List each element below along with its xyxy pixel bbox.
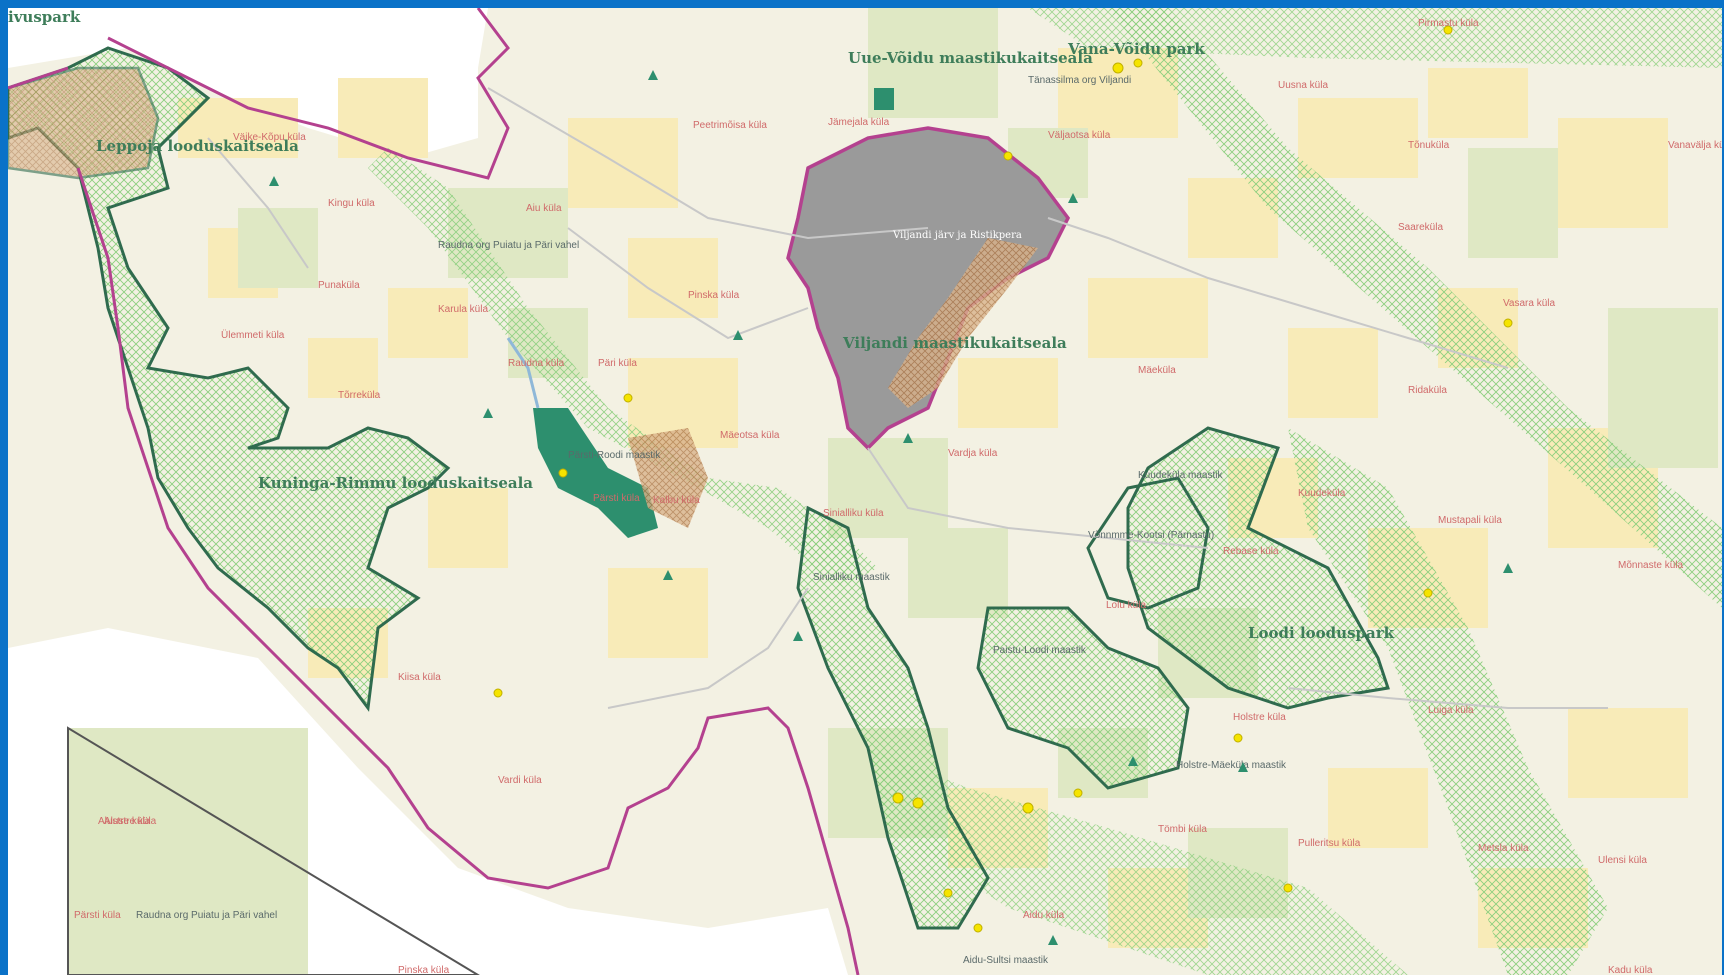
label-vana-voidu: Vana-Võidu park <box>1067 40 1205 58</box>
svg-text:Väike-Kõpu küla: Väike-Kõpu küla <box>233 132 306 143</box>
svg-text:Aiu küla: Aiu küla <box>526 203 562 214</box>
svg-text:Paistu-Loodi maastik: Paistu-Loodi maastik <box>993 645 1087 656</box>
label-uue-voidu: Uue-Võidu maastikukaitseala <box>848 49 1093 67</box>
svg-text:Metsla küla: Metsla küla <box>1478 843 1529 854</box>
north-hatch <box>1028 8 1722 68</box>
svg-text:Tõrreküla: Tõrreküla <box>338 390 381 401</box>
svg-text:Jämejala küla: Jämejala küla <box>828 117 890 128</box>
viljandi-lake-hatch <box>888 238 1038 408</box>
svg-text:Peetrimõisa küla: Peetrimõisa küla <box>693 120 767 131</box>
label-elvuspark: ivuspark <box>8 8 81 26</box>
label-leppoja: Leppoja looduskaitseala <box>96 137 299 155</box>
kuudekula-area[interactable] <box>1086 476 1210 610</box>
svg-text:Tõnuküla: Tõnuküla <box>1408 140 1450 151</box>
sinialliku-area[interactable] <box>796 505 990 930</box>
svg-text:Kalbu küla: Kalbu küla <box>653 495 700 506</box>
svg-text:Kadu küla: Kadu küla <box>1608 965 1653 975</box>
svg-text:Ridaküla: Ridaküla <box>1408 385 1447 396</box>
svg-text:Holstre-Mäeküla maastik: Holstre-Mäeküla maastik <box>1176 760 1287 771</box>
svg-text:Vasara küla: Vasara küla <box>1503 298 1556 309</box>
svg-text:Aidu-Sultsi maastik: Aidu-Sultsi maastik <box>963 955 1049 966</box>
landscape-labels: Raudna org Puiatu ja Päri vahel Viljandi… <box>438 75 1287 966</box>
svg-text:Kuudeküla maastik: Kuudeküla maastik <box>1138 470 1223 481</box>
map-frame: ivuspark Leppoja looduskaitseala Uue-Või… <box>8 8 1722 975</box>
svg-text:Alustre küla: Alustre küla <box>98 816 151 827</box>
inset-labels: Alustre küla Raudna org Puiatu ja Päri v… <box>74 816 450 975</box>
svg-text:Rebase küla: Rebase küla <box>1223 546 1279 557</box>
loodi-looduspark-area[interactable] <box>1126 426 1390 710</box>
svg-text:Tömbi küla: Tömbi küla <box>1158 824 1207 835</box>
label-loodi: Loodi looduspark <box>1248 624 1395 642</box>
svg-text:Päri küla: Päri küla <box>598 358 637 369</box>
kuninga-rimmu-area[interactable] <box>8 46 451 712</box>
label-viljandi: Viljandi maastikukaitseala <box>842 334 1067 352</box>
east-corridor-hatch-2 <box>1288 428 1608 975</box>
svg-text:Tänassilma org Viljandi: Tänassilma org Viljandi <box>1028 75 1131 86</box>
svg-text:Kingu küla: Kingu küla <box>328 198 375 209</box>
svg-text:Ulensi küla: Ulensi küla <box>1598 855 1647 866</box>
svg-text:Vanavälja küla: Vanavälja küla <box>1668 140 1722 151</box>
map-canvas[interactable]: ivuspark Leppoja looduskaitseala Uue-Või… <box>8 8 1722 975</box>
svg-text:Karula küla: Karula küla <box>438 304 488 315</box>
svg-text:Väljaotsa küla: Väljaotsa küla <box>1048 130 1111 141</box>
svg-text:Pärsti küla: Pärsti küla <box>593 493 640 504</box>
svg-text:Pinska küla: Pinska küla <box>688 290 740 301</box>
svg-text:Kuudeküla: Kuudeküla <box>1298 488 1346 499</box>
svg-text:Uusna küla: Uusna küla <box>1278 80 1328 91</box>
svg-text:Sinialliku maastik: Sinialliku maastik <box>813 572 891 583</box>
svg-text:Mõnnaste küla: Mõnnaste küla <box>1618 560 1683 571</box>
svg-text:Viljandi järv ja Ristikpera: Viljandi järv ja Ristikpera <box>892 230 1022 241</box>
svg-text:Mäeotsa küla: Mäeotsa küla <box>720 430 780 441</box>
teal-park[interactable] <box>533 408 658 538</box>
leppoja-area[interactable] <box>8 66 160 180</box>
svg-text:Raudna küla: Raudna küla <box>508 358 565 369</box>
paistu-loodi-area[interactable] <box>976 606 1190 790</box>
teal-park-small[interactable] <box>874 88 894 110</box>
svg-text:Punaküla: Punaküla <box>318 280 360 291</box>
east-corridor-hatch <box>1108 8 1722 608</box>
inset-map <box>67 726 480 975</box>
svg-text:Vardi küla: Vardi küla <box>498 775 542 786</box>
parsti-brown <box>628 428 708 528</box>
svg-text:Lolu küla: Lolu küla <box>1106 600 1146 611</box>
village-labels: Väike-Kõpu küla Kingu küla Aiu küla Puna… <box>98 18 1722 975</box>
svg-text:Ülemmeti küla: Ülemmeti küla <box>221 329 285 341</box>
svg-text:Saareküla: Saareküla <box>1398 222 1443 233</box>
svg-text:Mustapali küla: Mustapali küla <box>1438 515 1502 526</box>
svg-text:Raudna org Puiatu ja Päri vahe: Raudna org Puiatu ja Päri vahel <box>136 910 277 921</box>
svg-text:Pärsti küla: Pärsti küla <box>74 910 121 921</box>
svg-text:Sinialliku küla: Sinialliku küla <box>823 508 884 519</box>
svg-text:Holstre küla: Holstre küla <box>1233 712 1286 723</box>
label-kuninga-rimmu: Kuninga-Rimmu looduskaitseala <box>258 474 533 492</box>
svg-text:Pulleritsu küla: Pulleritsu küla <box>1298 838 1361 849</box>
svg-text:Pinska küla: Pinska küla <box>398 965 450 975</box>
municipality-boundary <box>8 8 860 975</box>
svg-text:Kiisa küla: Kiisa küla <box>398 672 441 683</box>
roads <box>207 87 1608 709</box>
svg-text:Mäeküla: Mäeküla <box>1138 365 1176 376</box>
tree-icons <box>269 70 1513 945</box>
svg-text:Luiga küla: Luiga küla <box>1428 705 1474 716</box>
svg-text:Raudna org Puiatu ja Päri vahe: Raudna org Puiatu ja Päri vahel <box>438 240 579 251</box>
svg-text:Vardja küla: Vardja küla <box>948 448 998 459</box>
svg-text:Alustre küla: Alustre küla <box>104 816 157 827</box>
river <box>506 337 540 409</box>
svg-text:Pärsti-Roodi maastik: Pärsti-Roodi maastik <box>568 450 661 461</box>
svg-text:Pirmastu küla: Pirmastu küla <box>1418 18 1479 29</box>
svg-text:Aidu küla: Aidu küla <box>1023 910 1065 921</box>
south-hatch <box>868 748 1408 975</box>
svg-text:Võnnmme-Kootsi (Pärnastu): Võnnmme-Kootsi (Pärnastu) <box>1088 530 1214 541</box>
point-markers <box>493 25 1513 933</box>
